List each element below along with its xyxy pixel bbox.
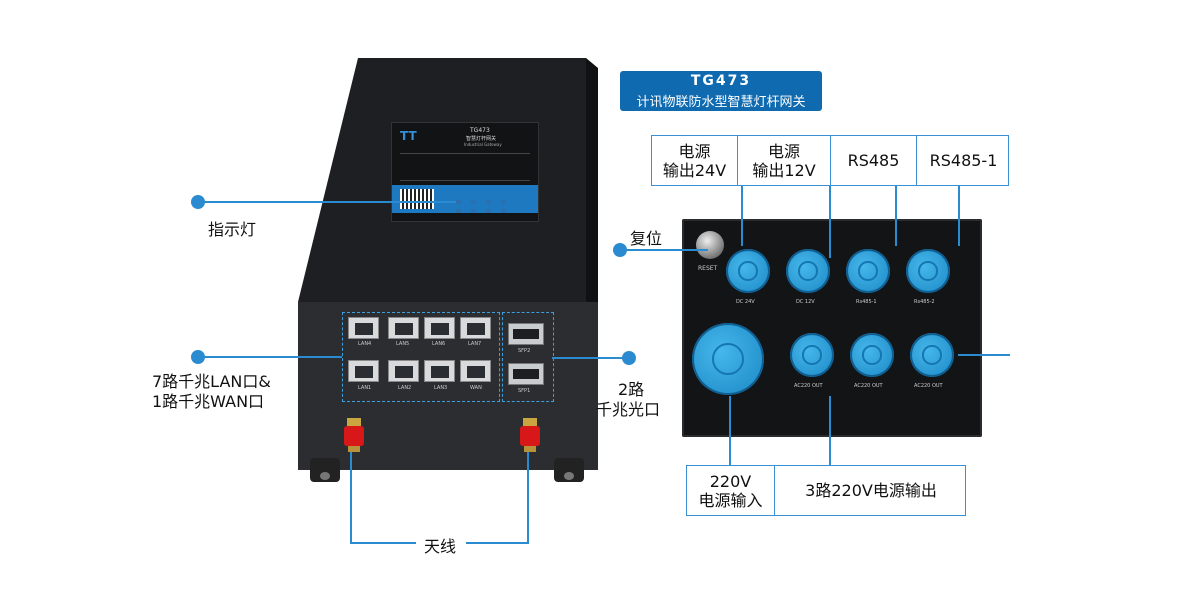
indicator-led-icon xyxy=(486,209,491,213)
port-label: LAN7 xyxy=(468,341,482,347)
gateway-device-photo: TT TG473 智慧灯杆网关 Industrial Gateway LAN4 … xyxy=(296,40,616,500)
device-label-name-en: Industrial Gateway xyxy=(464,142,502,147)
product-badge: TG473 计讯物联防水型智慧灯杆网关 xyxy=(620,71,822,111)
dc24v-connector-icon xyxy=(726,249,770,293)
antenna-connector-icon xyxy=(344,418,364,452)
reset-callout-line xyxy=(620,249,708,251)
antenna-label: 天线 xyxy=(424,537,457,556)
ac220-output-connector-icon xyxy=(790,333,834,377)
indicator-led-icon xyxy=(501,209,506,213)
indicator-callout-line xyxy=(198,201,456,203)
device-label-model: TG473 xyxy=(470,127,490,134)
ac220-output-leader-line xyxy=(829,396,831,466)
antenna-bracket-left xyxy=(350,452,352,544)
optical-callout-line xyxy=(552,357,628,359)
lan-port-icon xyxy=(348,317,379,339)
optical-label-line2: 千兆光口 xyxy=(596,400,661,419)
wan-port-icon xyxy=(460,360,491,382)
port-label: LAN5 xyxy=(396,341,410,347)
rs485-1-leader-line xyxy=(958,186,960,246)
sfp-port-icon xyxy=(508,323,544,345)
label-rs485-1: RS485-1 xyxy=(929,151,998,170)
panel-mark: DC 12V xyxy=(796,299,815,305)
indicator-led-icon xyxy=(486,200,491,204)
bottom-connector-labels: 220V 电源输入 3路220V电源输出 xyxy=(686,465,966,516)
lan-wan-label-line2: 1路千兆WAN口 xyxy=(152,392,265,411)
ac220-output-connector-icon xyxy=(850,333,894,377)
label-rs485: RS485 xyxy=(831,136,917,185)
tt-logo-icon: TT xyxy=(400,129,417,143)
panel-mark: AC220 OUT xyxy=(914,383,943,389)
indicator-label: 指示灯 xyxy=(208,220,257,239)
sfp-label: SFP2 xyxy=(518,348,531,354)
qr-code-icon xyxy=(400,189,434,209)
label-220v-output: 3路220V电源输出 xyxy=(805,481,937,500)
top-connector-labels: 电源 输出24V 电源 输出12V RS485 RS485-1 xyxy=(651,135,1009,186)
indicator-led-icon xyxy=(456,209,461,213)
port-label: LAN6 xyxy=(432,341,446,347)
reset-button-icon xyxy=(696,231,724,259)
lan-port-icon xyxy=(424,317,455,339)
lan-port-icon xyxy=(388,317,419,339)
indicator-led-icon xyxy=(456,200,461,204)
panel-mark: AC220 OUT xyxy=(794,383,823,389)
device-label: TT TG473 智慧灯杆网关 Industrial Gateway xyxy=(391,122,539,222)
lan-port-icon xyxy=(348,360,379,382)
dc12v-leader-line xyxy=(829,186,831,258)
panel-mark: Rs485-1 xyxy=(856,299,877,305)
product-subtitle: 计讯物联防水型智慧灯杆网关 xyxy=(636,95,806,110)
lan-wan-label-line1: 7路千兆LAN口& xyxy=(152,372,271,391)
indicator-led-icon xyxy=(471,200,476,204)
product-model: TG473 xyxy=(690,73,752,89)
port-label: LAN3 xyxy=(434,385,448,391)
panel-mark: DC 24V xyxy=(736,299,755,305)
sfp-ports-highlight xyxy=(502,312,554,402)
sfp-port-icon xyxy=(508,363,544,385)
lan-port-icon xyxy=(388,360,419,382)
reset-mark: RESET xyxy=(698,265,718,272)
rs485-connector-icon xyxy=(846,249,890,293)
port-label: LAN4 xyxy=(358,341,372,347)
port-label: LAN1 xyxy=(358,385,372,391)
lan-callout-line xyxy=(198,356,342,358)
antenna-bracket-right xyxy=(527,452,529,544)
rs485-leader-line xyxy=(895,186,897,246)
optical-label-line1: 2路 xyxy=(618,380,645,399)
port-label: LAN2 xyxy=(398,385,412,391)
lan-port-icon xyxy=(460,317,491,339)
ac220-output-connector-icon xyxy=(910,333,954,377)
panel-mark: Rs485-2 xyxy=(914,299,935,305)
indicator-led-icon xyxy=(471,209,476,213)
lan-port-icon xyxy=(424,360,455,382)
label-dc24v-output: 电源 输出24V xyxy=(652,136,738,185)
ac220-input-leader-line xyxy=(729,396,731,466)
optical-callout-dot xyxy=(622,351,636,365)
reset-label: 复位 xyxy=(630,229,663,248)
lan-ports-highlight xyxy=(342,312,500,402)
antenna-connector-icon xyxy=(520,418,540,452)
device-label-name-cn: 智慧灯杆网关 xyxy=(466,136,497,142)
label-dc12v-output: 电源 输出12V xyxy=(738,136,831,185)
label-spec-lines xyxy=(400,153,530,181)
sfp-label: SFP1 xyxy=(518,388,531,394)
dc24v-leader-line xyxy=(741,186,743,246)
dc12v-connector-icon xyxy=(786,249,830,293)
antenna-bracket-bottom-right xyxy=(466,542,529,544)
antenna-bracket-bottom-left xyxy=(350,542,416,544)
ac220-input-connector-icon xyxy=(692,323,764,395)
connector-panel-photo: RESET DC 24V DC 12V Rs485-1 Rs485-2 AC22… xyxy=(682,219,982,437)
panel-mark: AC220 OUT xyxy=(854,383,883,389)
rs485-1-connector-icon xyxy=(906,249,950,293)
label-220v-input: 220V 电源输入 xyxy=(687,466,775,515)
output-side-line xyxy=(958,354,1010,356)
indicator-led-icon xyxy=(501,200,506,204)
port-label: WAN xyxy=(470,385,482,391)
